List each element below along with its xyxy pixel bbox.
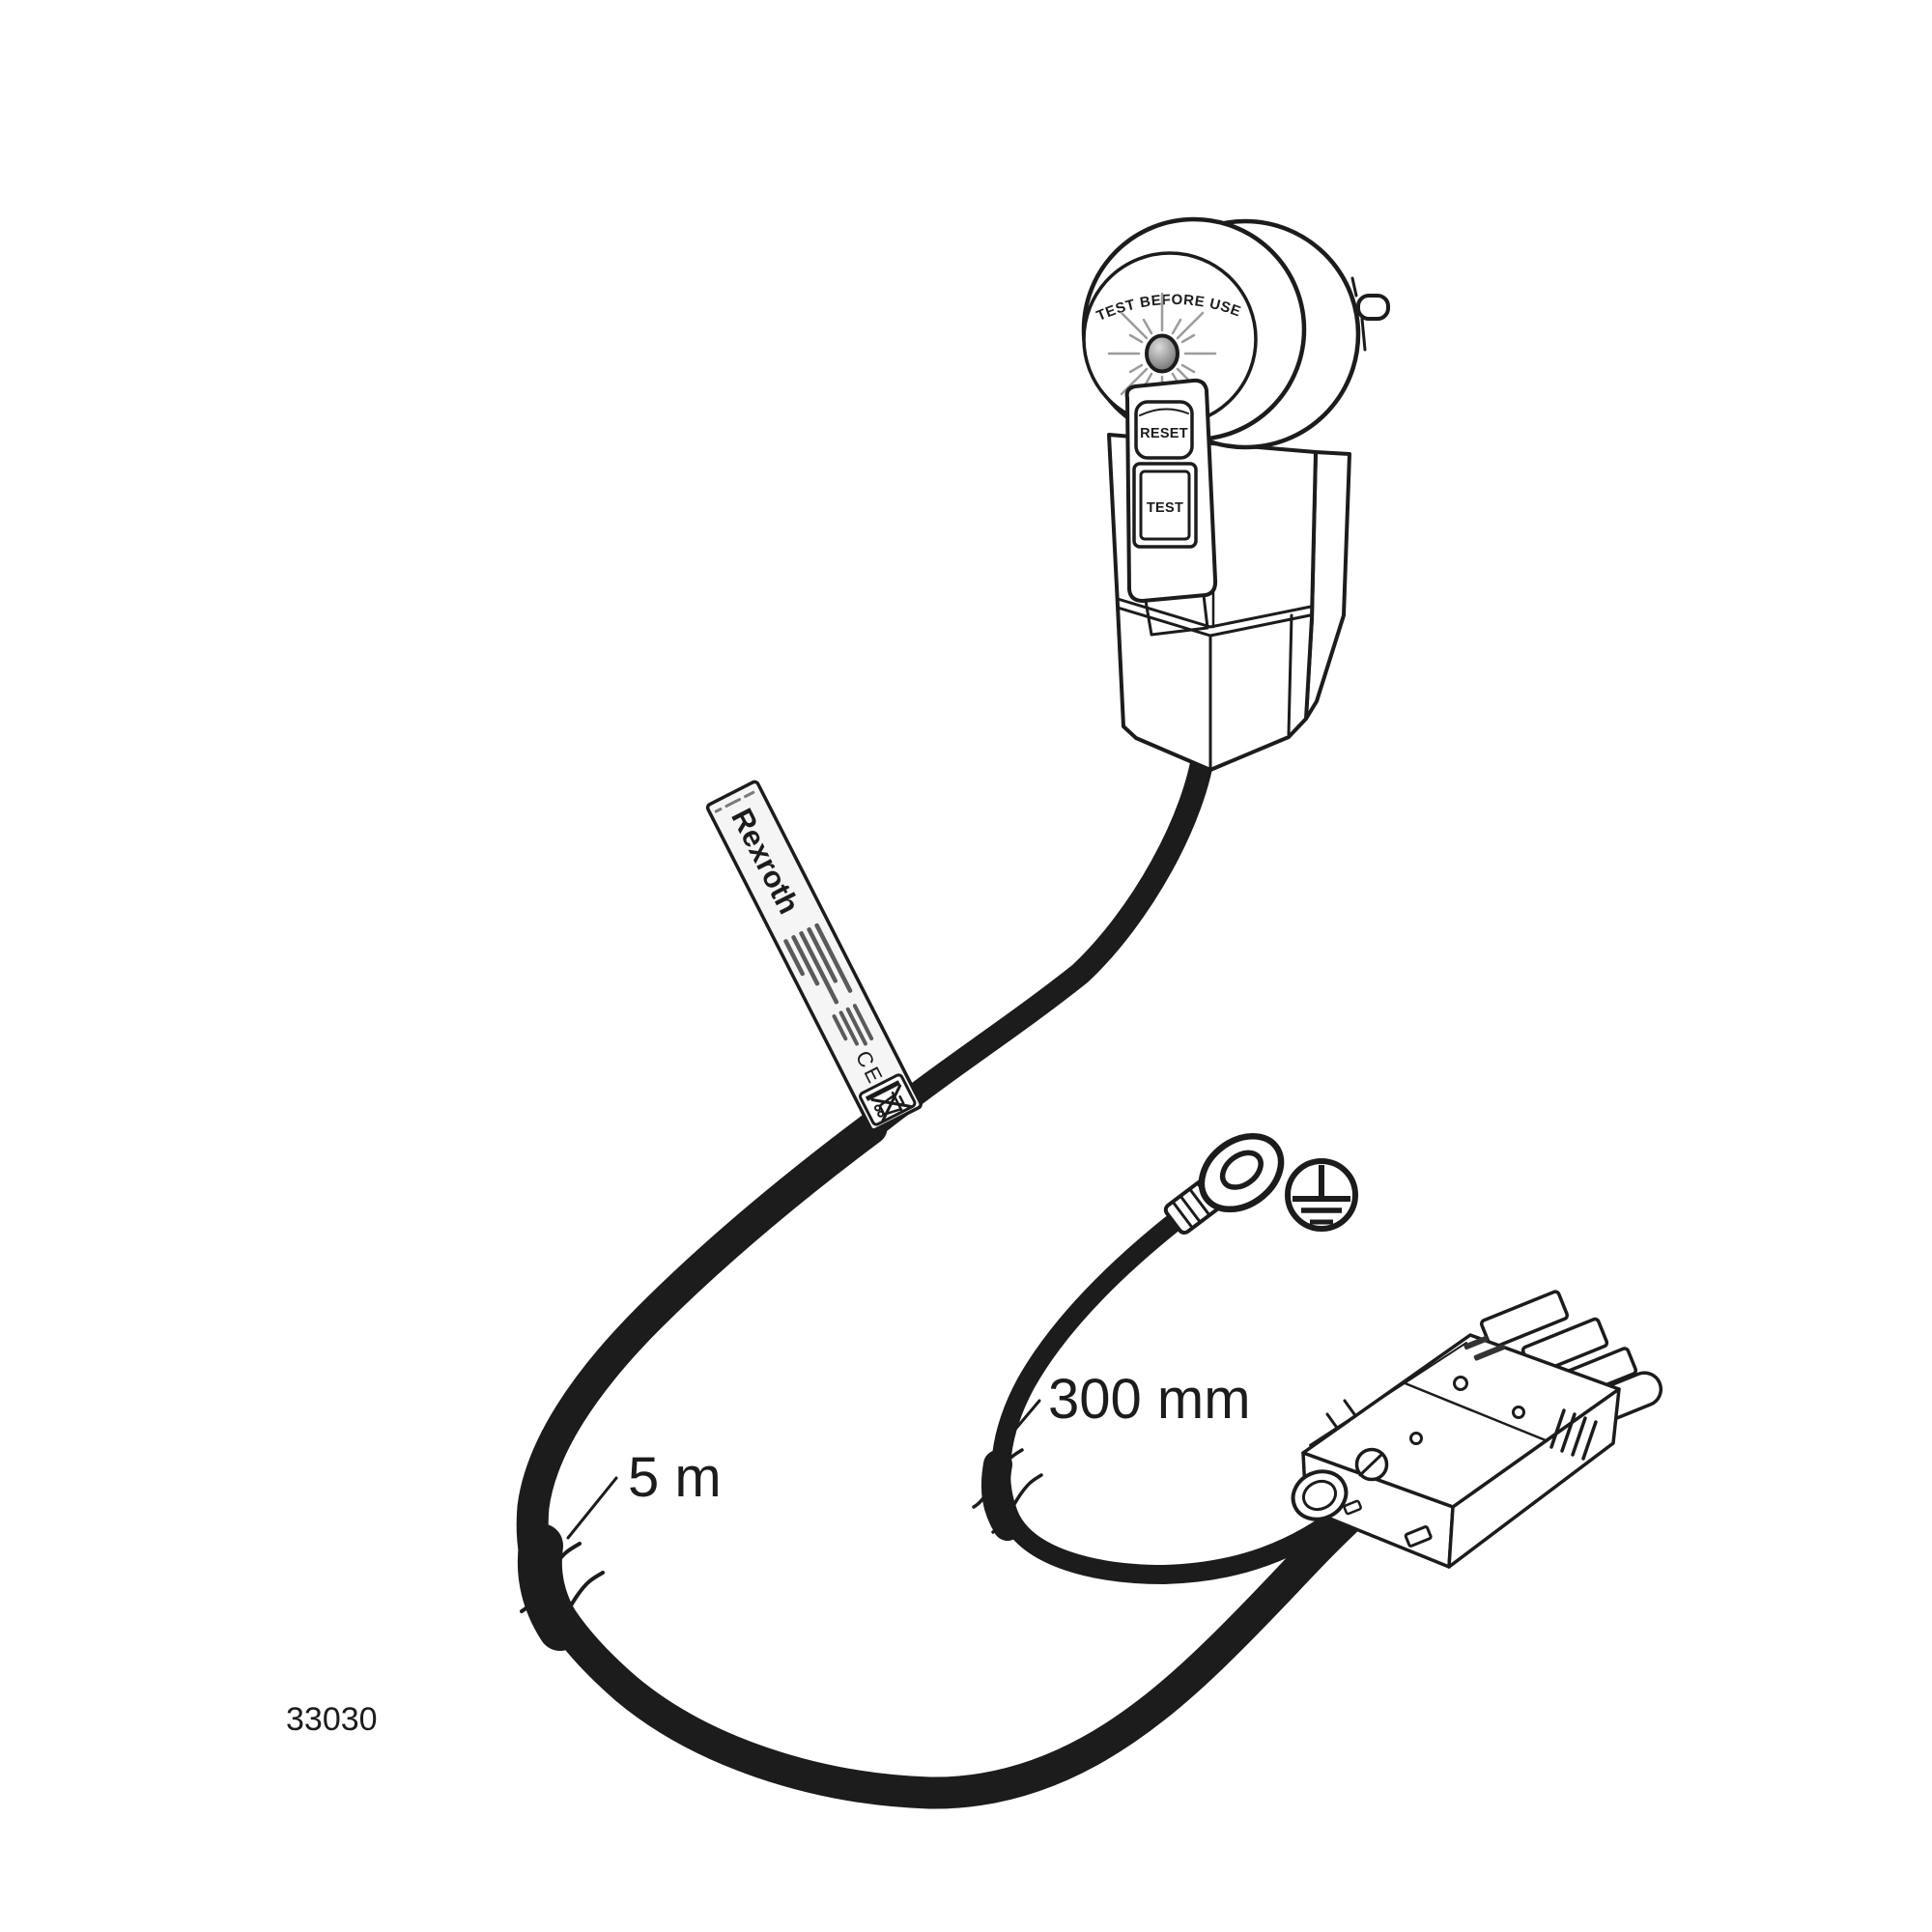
connector-gland bbox=[1291, 1469, 1349, 1521]
reset-button-label: RESET bbox=[1140, 426, 1188, 441]
ring-terminal bbox=[1163, 1132, 1285, 1236]
test-button: TEST bbox=[1132, 462, 1198, 549]
connector-latch bbox=[1404, 1525, 1433, 1548]
connector-hole bbox=[1453, 1376, 1468, 1391]
test-button-label: TEST bbox=[1147, 500, 1183, 516]
indicator-led-icon bbox=[1145, 333, 1179, 374]
protective-earth-icon bbox=[1285, 1158, 1358, 1232]
earth-wire-length-text: 300 mm bbox=[1048, 1368, 1251, 1431]
connector-vents bbox=[1549, 1408, 1598, 1461]
main-cable bbox=[516, 734, 1371, 1809]
dimension-earth-wire: 300 mm bbox=[990, 1368, 1251, 1459]
connector-hole bbox=[1512, 1406, 1525, 1419]
label-fine-print-edge bbox=[714, 790, 755, 813]
connector-screw bbox=[1354, 1447, 1389, 1482]
figure-number: 33030 bbox=[286, 1701, 378, 1738]
label-fine-print bbox=[783, 923, 874, 1046]
reset-button: RESET bbox=[1134, 400, 1194, 460]
plug-pin bbox=[1350, 276, 1390, 352]
connector-latch bbox=[1343, 1499, 1362, 1516]
dimension-main-cable: 5 m bbox=[566, 1446, 722, 1540]
cable-label-tag: Rexroth CE bbox=[705, 780, 923, 1132]
earth-wire-break-mark bbox=[972, 1448, 1043, 1541]
connector bbox=[1291, 1290, 1663, 1569]
connector-hole bbox=[1409, 1432, 1423, 1445]
main-cable-length-text: 5 m bbox=[628, 1446, 722, 1509]
connector-right-face bbox=[1447, 1387, 1621, 1569]
connector-markings bbox=[1463, 1335, 1506, 1361]
main-cable-break-mark bbox=[517, 1523, 605, 1651]
rcd-plug: TEST BEFORE USE RESET bbox=[1081, 216, 1390, 772]
crossed-out-wheeled-bin-icon bbox=[859, 1073, 917, 1126]
